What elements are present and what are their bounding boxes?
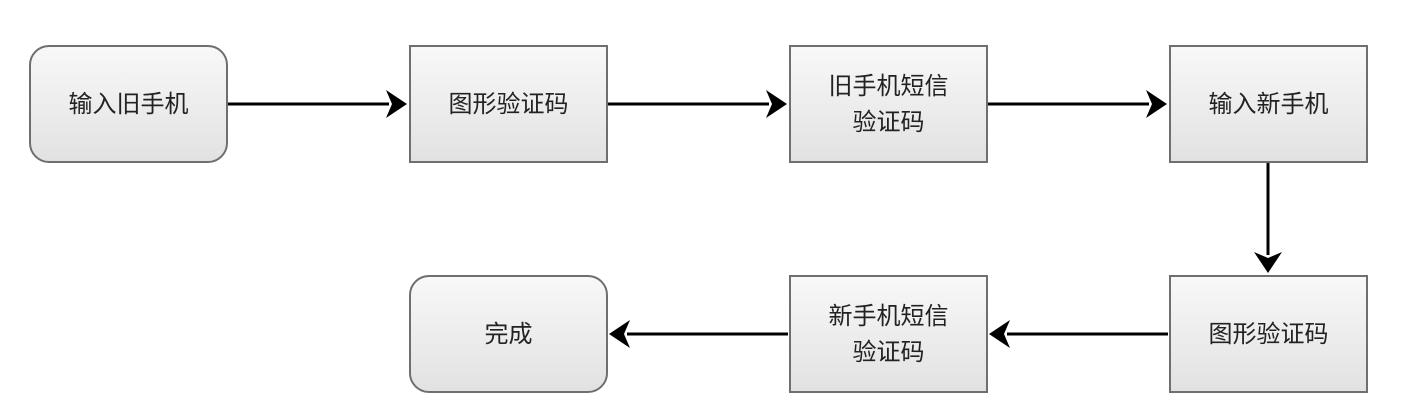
node-complete: 完成 (409, 275, 608, 393)
arrowhead-n5-n6 (989, 320, 1010, 348)
arrowhead-n4-n5 (1254, 252, 1282, 273)
node-old-phone-sms-code: 旧手机短信 验证码 (789, 45, 988, 163)
node-new-phone-sms-code: 新手机短信 验证码 (789, 275, 988, 393)
arrowhead-n6-n7 (609, 320, 630, 348)
node-captcha-2: 图形验证码 (1169, 275, 1368, 393)
arrowhead-n2-n3 (766, 90, 787, 118)
node-enter-new-phone: 输入新手机 (1169, 45, 1368, 163)
node-captcha-1: 图形验证码 (409, 45, 608, 163)
arrowhead-n3-n4 (1146, 90, 1167, 118)
arrowhead-n1-n2 (386, 90, 407, 118)
node-enter-old-phone: 输入旧手机 (29, 45, 228, 163)
